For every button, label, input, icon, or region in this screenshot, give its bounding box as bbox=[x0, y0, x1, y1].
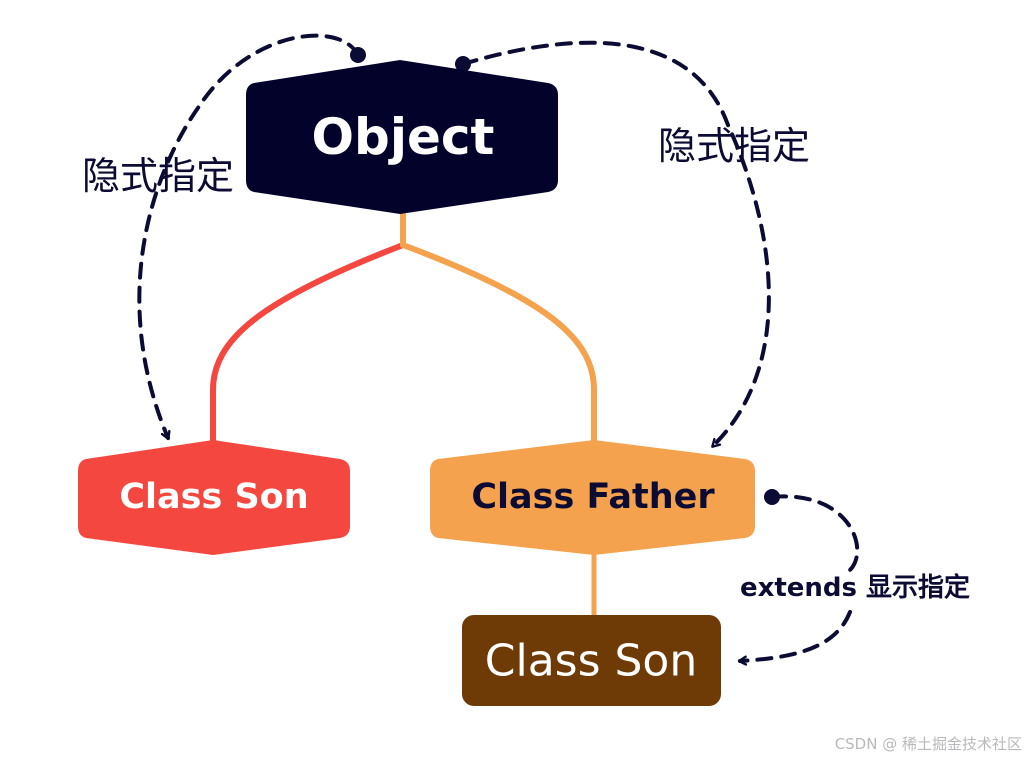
explicit-arrow bbox=[740, 489, 860, 661]
connector-object-to-father bbox=[400, 212, 597, 443]
node-class-son-left: Class Son bbox=[78, 440, 350, 555]
node-class-son-bottom-label: Class Son bbox=[485, 636, 697, 687]
node-class-father-label: Class Father bbox=[471, 477, 715, 517]
implicit-arrow-right bbox=[455, 40, 771, 448]
watermark: CSDN @ 稀土掘金技术社区 bbox=[835, 735, 1022, 753]
node-object-label: Object bbox=[312, 108, 495, 166]
connector-object-to-son bbox=[210, 212, 406, 443]
label-implicit-right: 隐式指定 bbox=[658, 124, 810, 168]
label-implicit-left: 隐式指定 bbox=[82, 154, 234, 198]
implicit-arrow-left bbox=[137, 33, 366, 438]
node-class-father: Class Father bbox=[430, 440, 755, 555]
node-class-son-left-label: Class Son bbox=[119, 477, 308, 517]
node-class-son-bottom: Class Son bbox=[462, 615, 721, 706]
label-explicit: extends 显示指定 bbox=[740, 572, 970, 603]
node-object: Object bbox=[246, 60, 558, 214]
